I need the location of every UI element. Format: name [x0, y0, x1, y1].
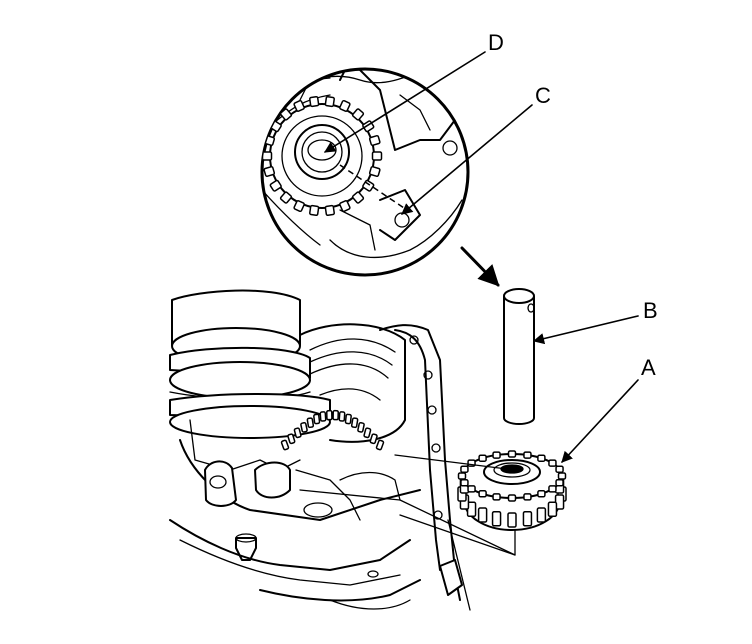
gear-tooth	[368, 135, 381, 146]
gear-tooth	[467, 485, 476, 493]
callout-d: D	[324, 30, 504, 153]
gear-tooth	[369, 433, 378, 445]
gear-tooth	[507, 512, 517, 528]
gear-tooth	[324, 204, 335, 217]
gear-tooth	[536, 507, 547, 523]
gear-tooth	[555, 479, 564, 487]
gear-tooth	[339, 99, 351, 112]
gear-tooth	[371, 151, 383, 161]
gear-tooth	[313, 413, 321, 425]
gear-tooth	[332, 409, 339, 421]
gear-tooth	[293, 427, 302, 439]
detail-view	[260, 67, 470, 277]
gear-tooth	[362, 179, 375, 192]
gear-tooth	[478, 454, 487, 462]
gear-tooth	[357, 421, 365, 433]
gear-tooth	[507, 450, 517, 458]
gear-tooth	[557, 472, 567, 480]
gear-tooth	[319, 411, 327, 422]
gear-tooth	[492, 493, 501, 501]
gear-tooth	[523, 451, 532, 459]
pin-b	[503, 288, 535, 425]
gear-tooth	[351, 108, 365, 121]
gear-tooth	[547, 501, 558, 518]
label-c: C	[535, 83, 551, 108]
gear-tooth	[269, 179, 282, 192]
gear-tooth	[375, 439, 385, 451]
gear-tooth	[523, 493, 532, 501]
callout-c: C	[401, 83, 551, 215]
gear-tooth	[460, 465, 469, 473]
gear-tooth	[293, 99, 305, 112]
detail-to-pin-arrow	[460, 246, 500, 287]
gear-tooth	[492, 451, 501, 459]
callout-b: B	[532, 298, 658, 345]
detail-gear	[262, 95, 383, 217]
label-d: D	[488, 30, 504, 55]
gear-tooth	[491, 510, 502, 527]
gear-tooth	[262, 151, 273, 161]
callout-a: A	[561, 355, 656, 463]
gear-tooth	[344, 413, 352, 425]
gear-tooth	[300, 421, 308, 433]
gear-tooth	[326, 409, 333, 421]
gear-tooth	[279, 191, 293, 204]
gear-tooth	[368, 166, 381, 177]
gear-tooth	[280, 439, 290, 451]
gear-tooth	[309, 95, 320, 108]
transmission-housing	[169, 289, 516, 610]
gear-tooth	[306, 417, 315, 429]
gear-tooth	[309, 204, 320, 217]
gear-tooth	[279, 108, 293, 121]
gear-tooth	[555, 465, 564, 473]
gear-tooth	[351, 191, 365, 204]
gear-tooth	[507, 494, 517, 502]
gear-tooth	[324, 95, 335, 108]
gear-tooth	[548, 459, 557, 467]
gear-tooth	[363, 427, 372, 439]
gear-tooth	[287, 433, 296, 445]
gear-tooth	[477, 507, 488, 523]
gear-tooth	[338, 411, 346, 422]
label-b: B	[643, 298, 658, 323]
gear-tooth	[350, 417, 359, 429]
gear-a	[457, 450, 567, 531]
label-a: A	[641, 355, 656, 380]
gear-tooth	[537, 454, 546, 462]
gear-tooth	[548, 485, 557, 493]
gear-tooth	[537, 490, 546, 498]
housing-edge-line	[447, 519, 471, 611]
gear-tooth	[457, 472, 467, 480]
gear-tooth	[339, 200, 351, 213]
gear-tooth	[522, 510, 533, 527]
gear-tooth	[478, 490, 487, 498]
gear-tooth	[460, 479, 469, 487]
gear-tooth	[293, 200, 305, 213]
gear-tooth	[263, 166, 276, 177]
